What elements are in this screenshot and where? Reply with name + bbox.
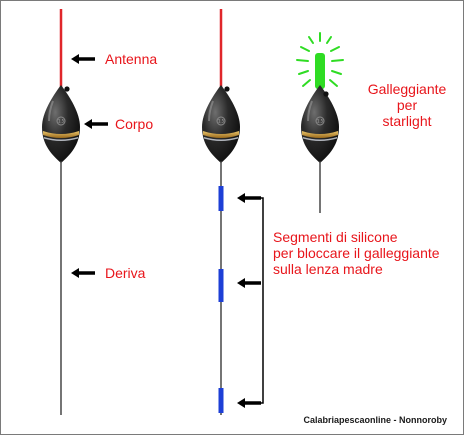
label-line: per [396,97,418,113]
glow-rays [296,32,344,87]
arrow-left-icon [71,268,95,278]
float-labelled [42,9,80,415]
float-body [202,85,240,163]
silicone-segment [218,186,224,211]
bracket [258,197,264,404]
arrow-left-icon [237,278,261,288]
credit-text: Calabriapescaonline - Nonnoroby [303,415,447,425]
label-starlight-float: Galleggiante per starlight [357,81,457,129]
float-body [42,85,80,163]
float-with-silicone [202,9,240,415]
label-line: Segmenti di silicone [273,229,398,245]
arrow-left-icon [237,398,261,408]
float-body [301,85,339,163]
label-silicone-segments: Segmenti di silicone per bloccare il gal… [273,229,440,277]
starlight-stick [315,53,325,89]
label-antenna: Antenna [105,51,158,67]
float-starlight [296,32,344,213]
eyelet [224,86,230,92]
arrow-left-icon [84,119,108,129]
label-line: per bloccare il galleggiante [273,245,440,261]
eyelet [64,86,70,92]
label-line: sulla lenza madre [273,261,383,277]
arrow-left-icon [71,54,95,64]
label-body: Corpo [115,116,154,132]
label-drift: Deriva [105,265,146,281]
silicone-segment [218,388,224,413]
label-line: starlight [382,113,432,129]
eyelet [323,91,329,97]
silicone-segment [218,269,224,302]
arrow-left-icon [237,193,261,203]
label-line: Galleggiante [367,81,447,97]
